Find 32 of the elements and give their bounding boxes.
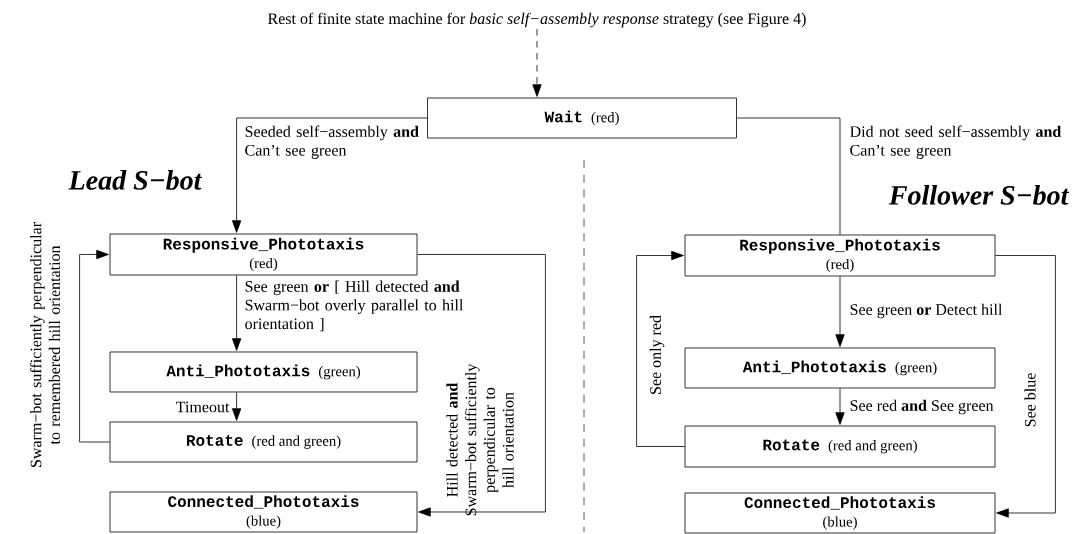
state-box: Rotate (red and green) xyxy=(109,421,418,463)
connector-line xyxy=(736,117,841,235)
arrow xyxy=(835,388,845,425)
state-box: Anti_Phototaxis (green) xyxy=(684,347,996,389)
edge-label: See blue xyxy=(1024,373,1036,427)
state-box: Responsive_Phototaxis (red) xyxy=(684,234,996,277)
state-box: Connected_Phototaxis (blue) xyxy=(109,491,418,533)
edge-label: See green or [ Hill detected and Swarm−bot overly parallel to hill orientation ] xyxy=(245,280,464,332)
edge-label: Did not seed self−assembly and Can’t see green xyxy=(850,125,1062,159)
section-heading: Follower S−bot xyxy=(888,185,1070,205)
arrow xyxy=(532,28,542,97)
state-box: Connected_Phototaxis (blue) xyxy=(684,492,996,534)
state-box: Anti_Phototaxis (green) xyxy=(109,351,418,393)
arrow xyxy=(232,117,428,233)
arrow xyxy=(79,249,110,443)
edge-label: Seeded self−assembly and Can’t see green xyxy=(245,125,419,159)
heading-text: Rest of finite state machine for basic self−assembly response strategy (see Figure 4) xyxy=(268,12,806,28)
arrow xyxy=(417,254,546,517)
arrow xyxy=(995,255,1056,518)
edge-label: See green or Detect hill xyxy=(850,303,1003,319)
edge-label: See red and See green xyxy=(850,399,994,415)
state-box: Responsive_Phototaxis (red) xyxy=(109,233,418,276)
arrow xyxy=(835,276,845,347)
state-box: Wait (red) xyxy=(427,97,737,139)
arrow xyxy=(232,392,242,421)
edge-label: Swarm−bot sufficiently perpendicular to remembered hill orientation xyxy=(29,222,61,467)
arrow xyxy=(636,250,685,447)
edge-label: See only red xyxy=(649,315,665,394)
arrow xyxy=(232,275,242,351)
edge-label: Timeout xyxy=(176,401,230,413)
section-heading: Lead S−bot xyxy=(68,170,203,190)
state-box: Rotate (red and green) xyxy=(684,425,996,468)
